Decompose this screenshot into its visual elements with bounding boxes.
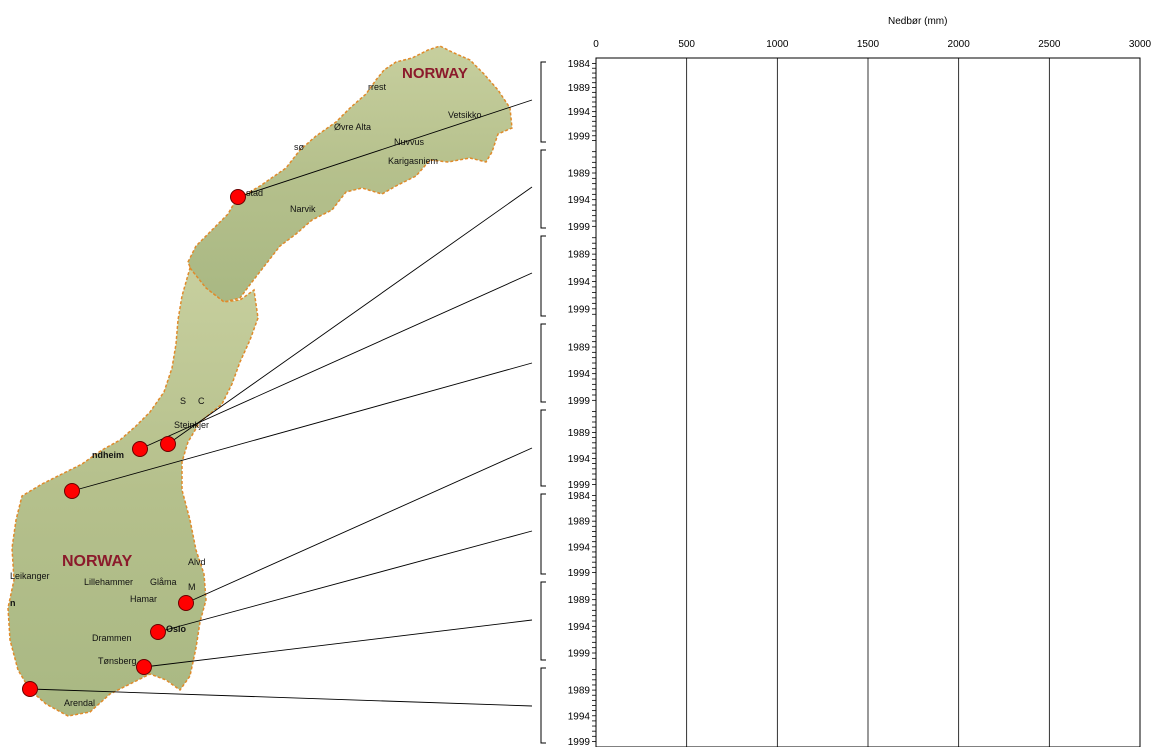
year-axis-bracket	[540, 323, 546, 403]
map-place-label: Lillehammer	[84, 577, 133, 587]
map-land-north	[187, 45, 513, 303]
year-tick-label: 1994	[568, 107, 591, 118]
year-tick-label: 1999	[568, 222, 591, 233]
year-axis-bracket	[540, 409, 546, 487]
year-axis-bracket	[540, 667, 546, 744]
map-place-label: Leikanger	[10, 571, 50, 581]
x-tick-label: 2500	[1038, 39, 1061, 50]
map-place-label: stad	[246, 188, 263, 198]
year-tick-label: 1984	[568, 491, 591, 502]
map-country-label-north: NORWAY	[402, 65, 468, 82]
year-tick-label: 1989	[568, 250, 591, 261]
year-tick-label: 1994	[568, 195, 591, 206]
year-tick-label: 1994	[568, 622, 591, 633]
year-tick-label: 1984	[568, 59, 591, 70]
connector-line	[29, 688, 533, 707]
year-tick-label: 1999	[568, 568, 591, 579]
connector-line	[185, 447, 533, 604]
map-place-label: S	[180, 396, 186, 406]
year-tick-label: 1999	[568, 737, 591, 747]
x-tick-label: 1500	[857, 39, 880, 50]
connector-line	[157, 530, 533, 633]
year-tick-label: 1999	[568, 396, 591, 407]
x-tick-label: 0	[593, 39, 599, 50]
x-tick-label: 500	[678, 39, 695, 50]
year-tick-label: 1989	[568, 686, 591, 697]
map-country-label-south: NORWAY	[62, 553, 133, 570]
map-place-label: Drammen	[92, 633, 132, 643]
station-marker	[150, 624, 166, 640]
station-marker	[160, 436, 176, 452]
year-tick-label: 1999	[568, 649, 591, 660]
year-tick-label: 1989	[568, 517, 591, 528]
connector-line	[71, 362, 533, 492]
map-place-label: Alvd	[188, 557, 206, 567]
year-axis-bracket	[540, 493, 546, 575]
map-place-label: sø	[294, 142, 305, 152]
year-tick-label: 1994	[568, 542, 591, 553]
year-axis-bracket	[540, 61, 546, 143]
map-place-label: Karigasniem	[388, 156, 438, 166]
year-tick-label: 1989	[568, 169, 591, 180]
year-tick-label: 1994	[568, 277, 591, 288]
map-land-south	[7, 266, 259, 717]
map-place-label: Nuvvus	[394, 137, 425, 147]
year-tick-label: 1999	[568, 131, 591, 142]
connector-line	[167, 186, 533, 445]
year-axis-bracket	[540, 149, 546, 229]
year-tick-label: 1994	[568, 711, 591, 722]
x-tick-label: 2000	[948, 39, 971, 50]
connector-line	[237, 99, 533, 198]
station-markers	[22, 189, 246, 697]
station-marker	[132, 441, 148, 457]
map-place-label: Øvre Alta	[334, 122, 371, 132]
map-place-label: Arendal	[64, 698, 95, 708]
year-tick-label: 1999	[568, 304, 591, 315]
year-tick-label: 1989	[568, 595, 591, 606]
year-tick-label: 1994	[568, 454, 591, 465]
map-place-label: rrest	[368, 82, 386, 92]
year-tick-label: 1989	[568, 83, 591, 94]
map-to-panel-connectors	[29, 99, 533, 707]
connector-line	[143, 619, 533, 668]
station-marker	[230, 189, 246, 205]
year-tick-label: 1994	[568, 369, 591, 380]
year-tick-label: 1989	[568, 428, 591, 439]
station-marker	[178, 595, 194, 611]
norway-map: NORWAY NORWAY rrest Øvre Alta Vetsikko N…	[7, 45, 513, 717]
year-tick-label: 1999	[568, 480, 591, 491]
map-place-label: Oslo	[166, 624, 187, 634]
year-tick-label: 1989	[568, 343, 591, 354]
connector-line	[139, 272, 533, 450]
map-place-label: C	[198, 396, 205, 406]
station-marker	[22, 681, 38, 697]
map-place-label: Tønsberg	[98, 656, 137, 666]
map-place-label: Glåma	[150, 577, 177, 587]
x-tick-label: 3000	[1129, 39, 1152, 50]
x-axis-label: Nedbør (mm)	[888, 16, 947, 27]
station-marker	[136, 659, 152, 675]
map-place-label: Narvik	[290, 204, 316, 214]
x-tick-label: 1000	[766, 39, 789, 50]
map-place-label: ndheim	[92, 450, 124, 460]
map-place-label: M	[188, 582, 196, 592]
map-place-label: n	[10, 598, 16, 608]
year-axis-bracket	[540, 235, 546, 317]
map-place-label: Vetsikko	[448, 110, 482, 120]
year-axis-bracket	[540, 581, 546, 661]
map-place-label: Steinkjer	[174, 420, 209, 430]
station-marker	[64, 483, 80, 499]
x-axis: 0 500 1000 1500 2000 2500 3000	[593, 39, 1152, 747]
map-place-label: Hamar	[130, 594, 157, 604]
